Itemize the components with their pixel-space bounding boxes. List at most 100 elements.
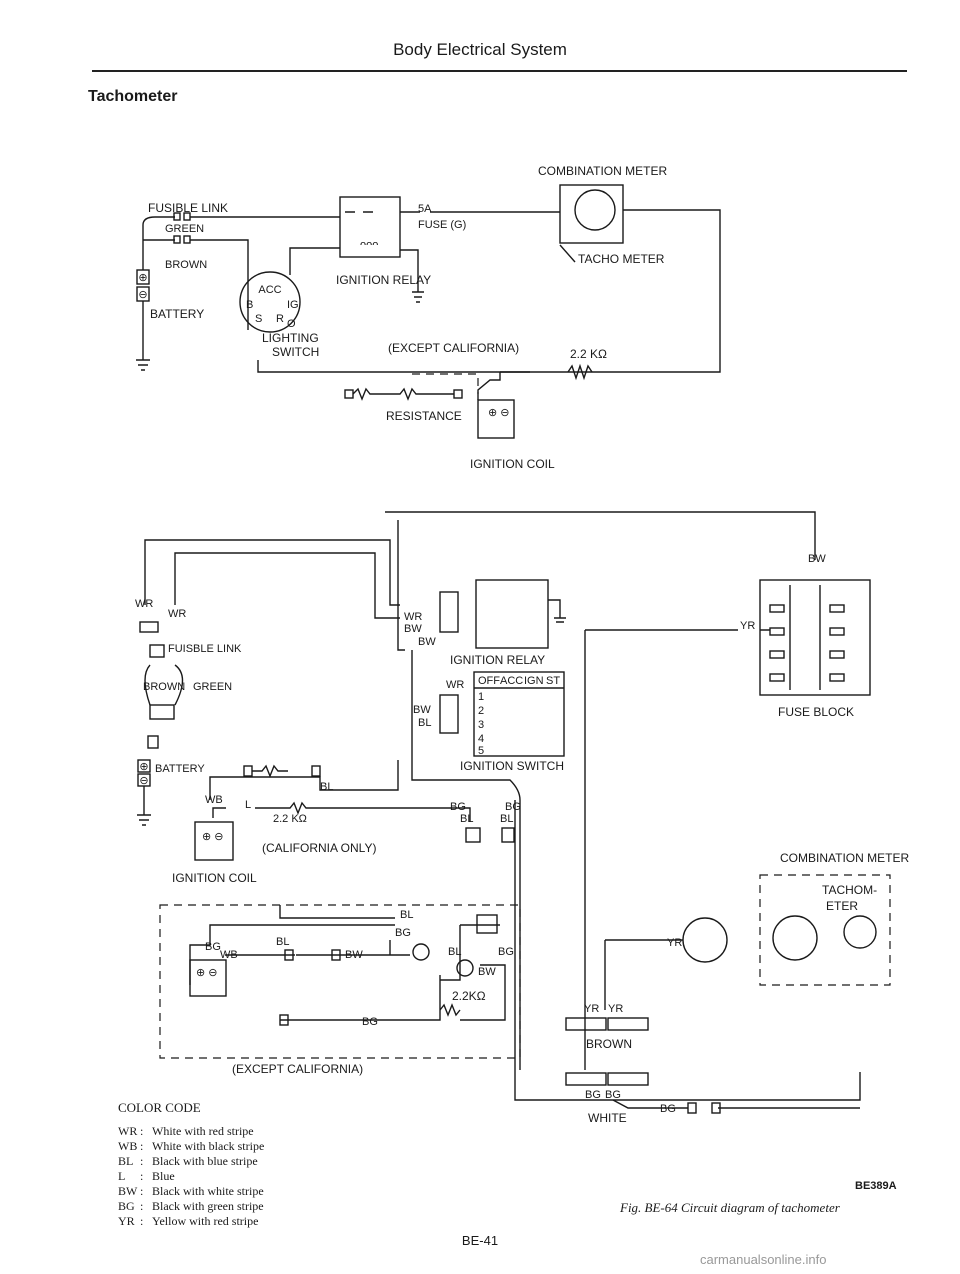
svg-text:⊖: ⊖ <box>139 775 148 787</box>
green-label-bottom: GREEN <box>193 681 232 693</box>
switch-table-off: OFF <box>478 675 500 687</box>
color-code-item: WR:White with red stripe <box>118 1124 254 1138</box>
brown-connector-left <box>565 1017 607 1031</box>
svg-text:BG: BG <box>505 801 521 813</box>
svg-text:BG: BG <box>395 927 411 939</box>
combination-meter-frame <box>759 874 891 986</box>
color-code-item: WB:White with black stripe <box>118 1139 265 1153</box>
svg-text:BL: BL <box>448 946 461 958</box>
ignition-switch-label: IGNITION SWITCH <box>460 759 564 773</box>
ignition-coil-label: IGNITION COIL <box>470 457 555 471</box>
except-california-label-bottom: (EXCEPT CALIFORNIA) <box>232 1062 363 1076</box>
page-header: Body Electrical System <box>393 40 567 59</box>
resistance-label: RESISTANCE <box>386 409 462 423</box>
fusible-link-brown <box>173 235 181 244</box>
svg-text:⊕ ⊖: ⊕ ⊖ <box>202 831 224 843</box>
ignition-coil-bottom <box>194 821 234 861</box>
svg-text:WB: WB <box>220 949 238 961</box>
svg-text:⊕ ⊖: ⊕ ⊖ <box>488 407 510 419</box>
svg-text:BG: BG <box>362 1016 378 1028</box>
ignition-coil-except <box>189 959 227 997</box>
svg-text:2.2KΩ: 2.2KΩ <box>452 989 486 1003</box>
svg-text:BL: BL <box>276 936 289 948</box>
resistance-element <box>352 387 454 401</box>
svg-text:⊕ ⊖: ⊕ ⊖ <box>196 967 218 979</box>
svg-text:ᴖᴖᴖ: ᴖᴖᴖ <box>360 239 378 251</box>
battery-label-bottom: BATTERY <box>155 763 205 775</box>
wb-label: WB <box>205 794 223 806</box>
svg-text:⊖: ⊖ <box>138 289 147 301</box>
meter-connector-pins <box>772 915 818 961</box>
except-california-box <box>159 904 521 1059</box>
combination-meter-label: COMBINATION METER <box>538 164 667 178</box>
svg-text:BG: BG <box>660 1103 676 1115</box>
color-code-item: YR:Yellow with red stripe <box>118 1214 259 1228</box>
svg-text:WR: WR <box>446 679 464 691</box>
ignition-coil-label-bottom: IGNITION COIL <box>172 871 257 885</box>
svg-text:R: R <box>276 313 284 325</box>
ignition-relay-box-bottom <box>475 579 549 649</box>
header-rule <box>92 70 907 72</box>
brown-connector-label: BROWN <box>586 1037 632 1051</box>
except-california-label: (EXCEPT CALIFORNIA) <box>388 341 519 355</box>
svg-text:IG: IG <box>287 299 299 311</box>
top-battery-wires <box>136 216 340 371</box>
tachometer-label-1: TACHOM- <box>822 883 877 897</box>
switch-table-ign: IGN <box>524 675 544 687</box>
svg-text:BL: BL <box>418 717 431 729</box>
svg-text:BW: BW <box>478 966 496 978</box>
ignition-relay-label: IGNITION RELAY <box>336 273 431 287</box>
ca-resistor-value: 2.2 KΩ <box>273 813 307 825</box>
fuse-block-label: FUSE BLOCK <box>778 705 854 719</box>
yr-fuse-label: YR <box>740 620 755 632</box>
fuse-block-fuses <box>769 585 845 690</box>
fusible-link-label-bottom: FUISBLE LINK <box>168 643 242 655</box>
svg-text:YR: YR <box>608 1003 623 1015</box>
svg-text:BW: BW <box>404 623 422 635</box>
svg-text:WR: WR <box>404 611 422 623</box>
watermark: carmanualsonline.info <box>700 1252 827 1267</box>
ignition-relay-label-bottom: IGNITION RELAY <box>450 653 545 667</box>
svg-text:O: O <box>287 318 296 330</box>
lighting-switch-label-2: SWITCH <box>272 345 319 359</box>
l-label: L <box>245 799 251 811</box>
white-connector-left <box>565 1072 607 1086</box>
color-code-item: L:Blue <box>118 1169 175 1183</box>
bl-label: BL <box>320 781 333 793</box>
svg-text:BL: BL <box>460 813 473 825</box>
meter-connector-plug <box>682 917 728 963</box>
svg-text:BG: BG <box>605 1089 621 1101</box>
svg-text:⊕: ⊕ <box>139 761 148 773</box>
top-diagram: ⊕ ⊖ BATTERY FUSIBLE LINK GREEN BROWN ACC… <box>136 164 721 471</box>
switch-row-3: 3 <box>478 719 484 731</box>
meter-resistor <box>567 363 593 381</box>
green-label: GREEN <box>165 223 204 235</box>
brown-label-bottom: BROWN <box>143 681 185 693</box>
svg-text:BG: BG <box>498 946 514 958</box>
color-code-item: BW:Black with white stripe <box>118 1184 264 1198</box>
svg-text:S: S <box>255 313 262 325</box>
resistor-value-label: 2.2 KΩ <box>570 347 607 361</box>
page-number: BE-41 <box>461 1233 499 1248</box>
california-only-label: (CALIFORNIA ONLY) <box>262 841 376 855</box>
figure-caption: Fig. BE-64 Circuit diagram of tachometer <box>620 1200 840 1215</box>
fusible-link-green <box>173 212 181 221</box>
wr-right-label: WR <box>168 608 186 620</box>
tacho-meter-gauge <box>574 189 616 231</box>
white-connector-label: WHITE <box>588 1111 627 1125</box>
svg-text:BW: BW <box>413 704 431 716</box>
wr-left-label: WR <box>135 598 153 610</box>
lighting-switch-label-1: LIGHTING <box>262 331 319 345</box>
svg-text:BL: BL <box>400 909 413 921</box>
switch-row-1: 1 <box>478 691 484 703</box>
fuse-label: FUSE (G) <box>418 219 466 231</box>
switch-connector <box>439 694 459 734</box>
svg-text:BG: BG <box>585 1089 601 1101</box>
relay-connector <box>439 591 459 633</box>
color-code-item: BG:Black with green stripe <box>118 1199 264 1213</box>
color-code-item: BL:Black with blue stripe <box>118 1154 258 1168</box>
ignition-relay-box <box>339 196 401 258</box>
switch-row-2: 2 <box>478 705 484 717</box>
fuse-rating: 5A <box>418 203 432 215</box>
